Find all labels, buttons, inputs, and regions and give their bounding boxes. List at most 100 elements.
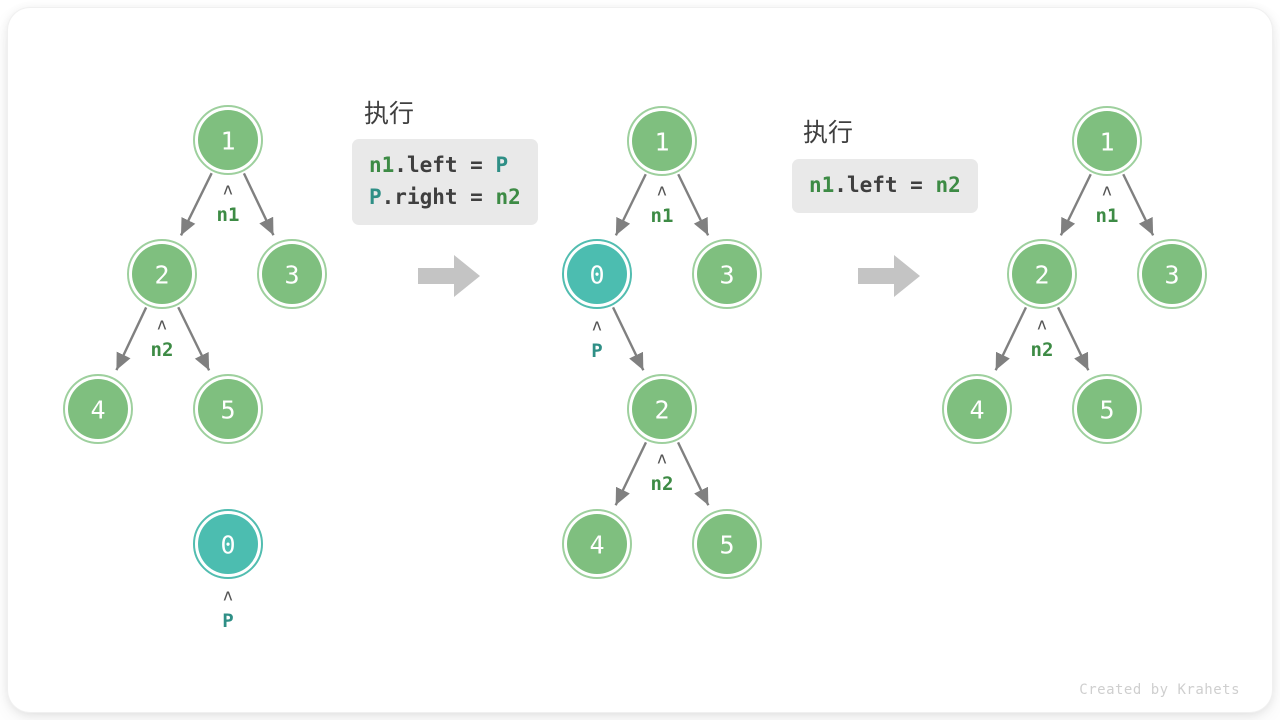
tree-node-2[interactable]: 2 xyxy=(627,374,697,444)
node-ring xyxy=(193,509,263,579)
caret-icon: ʌ xyxy=(592,316,602,335)
tree-node-0[interactable]: 0 xyxy=(562,239,632,309)
tree-edge xyxy=(1122,173,1155,236)
node-circle xyxy=(567,244,627,304)
pointer-P: ʌP xyxy=(591,316,602,363)
tree-edge xyxy=(115,306,148,371)
node-value-label: 3 xyxy=(284,261,299,290)
node-circle xyxy=(632,111,692,171)
pointer-label: P xyxy=(222,610,233,632)
node-value-label: 2 xyxy=(154,261,169,290)
code-token: n1 xyxy=(809,173,835,197)
code-line: n1.left = P xyxy=(369,150,521,182)
tree-node-5[interactable]: 5 xyxy=(193,374,263,444)
node-ring xyxy=(562,239,632,309)
tree-edges xyxy=(115,172,1155,506)
node-circle xyxy=(1077,379,1137,439)
code-token: .left xyxy=(394,153,471,177)
node-circle xyxy=(198,379,258,439)
node-value-label: 4 xyxy=(90,396,105,425)
node-circle xyxy=(1077,111,1137,171)
node-circle xyxy=(198,110,258,170)
tree-edge xyxy=(179,172,213,236)
node-value-label: 3 xyxy=(1164,261,1179,290)
tree-node-0[interactable]: 0 xyxy=(193,509,263,579)
pointer-P: ʌP xyxy=(222,586,233,633)
node-ring xyxy=(63,374,133,444)
panel-heading-step-2: 执行 xyxy=(364,99,415,128)
code-line: P.right = n2 xyxy=(369,182,521,214)
arrow-1 xyxy=(418,255,480,297)
tree-edge xyxy=(614,441,648,506)
pointer-label: n1 xyxy=(217,204,240,226)
node-circle xyxy=(1012,244,1072,304)
code-token: n2 xyxy=(495,184,521,209)
caret-icon: ʌ xyxy=(657,181,667,200)
node-value-label: 5 xyxy=(220,396,235,425)
node-circle xyxy=(198,514,258,574)
node-value-label: 4 xyxy=(589,531,604,560)
credit-text: Created by Krahets xyxy=(1079,682,1240,698)
pointer-n2: ʌn2 xyxy=(1031,315,1054,362)
node-ring xyxy=(627,374,697,444)
tree-node-1[interactable]: 1 xyxy=(627,106,697,176)
tree-node-3[interactable]: 3 xyxy=(257,239,327,309)
node-ring xyxy=(1072,106,1142,176)
node-ring xyxy=(257,239,327,309)
tree-edge xyxy=(611,306,645,371)
code-line: n1.left = n2 xyxy=(809,170,961,202)
node-circle xyxy=(947,379,1007,439)
tree-node-2[interactable]: 2 xyxy=(127,239,197,309)
tree-edge xyxy=(242,172,275,236)
node-value-label: 0 xyxy=(589,261,604,290)
tree-node-4[interactable]: 4 xyxy=(942,374,1012,444)
tree-edge xyxy=(994,306,1028,371)
tree-edge xyxy=(677,173,710,236)
tree-node-5[interactable]: 5 xyxy=(692,509,762,579)
node-circle xyxy=(697,244,757,304)
node-value-label: 2 xyxy=(1034,261,1049,290)
code-block-step-3: n1.left = n2 xyxy=(792,159,978,213)
node-value-label: 1 xyxy=(220,127,235,156)
panel-heading-step-3: 执行 xyxy=(803,118,854,147)
code-token: P xyxy=(495,153,509,177)
tree-node-2[interactable]: 2 xyxy=(1007,239,1077,309)
code-token: = xyxy=(470,153,496,177)
step-arrows xyxy=(418,255,920,297)
pointer-n1: ʌn1 xyxy=(1096,181,1119,228)
pointer-n2: ʌn2 xyxy=(651,449,674,496)
node-ring xyxy=(692,239,762,309)
tree-node-3[interactable]: 3 xyxy=(1137,239,1207,309)
code-token: .right xyxy=(381,184,471,209)
tree-node-3[interactable]: 3 xyxy=(692,239,762,309)
node-ring xyxy=(193,374,263,444)
pointer-label: n2 xyxy=(151,339,174,361)
node-ring xyxy=(627,106,697,176)
tree-node-5[interactable]: 5 xyxy=(1072,374,1142,444)
node-ring xyxy=(1137,239,1207,309)
caret-icon: ʌ xyxy=(223,180,233,199)
tree-edge xyxy=(676,441,710,506)
pointer-label: P xyxy=(591,340,602,362)
node-ring xyxy=(692,509,762,579)
tree-node-4[interactable]: 4 xyxy=(562,509,632,579)
pointer-n1: ʌ n1 xyxy=(217,180,240,227)
pointer-label: n2 xyxy=(651,473,674,495)
node-ring xyxy=(1007,239,1077,309)
tree-edge xyxy=(1056,306,1090,371)
tree-edge xyxy=(614,173,647,236)
caret-icon: ʌ xyxy=(157,315,167,334)
node-value-label: 1 xyxy=(654,128,669,157)
tree-node-1[interactable]: 1 xyxy=(1072,106,1142,176)
tree-node-4[interactable]: 4 xyxy=(63,374,133,444)
node-value-label: 3 xyxy=(719,261,734,290)
node-value-label: 1 xyxy=(1099,128,1114,157)
tree-node-1[interactable]: 1 xyxy=(193,105,263,175)
node-circle xyxy=(68,379,128,439)
node-circle xyxy=(132,244,192,304)
